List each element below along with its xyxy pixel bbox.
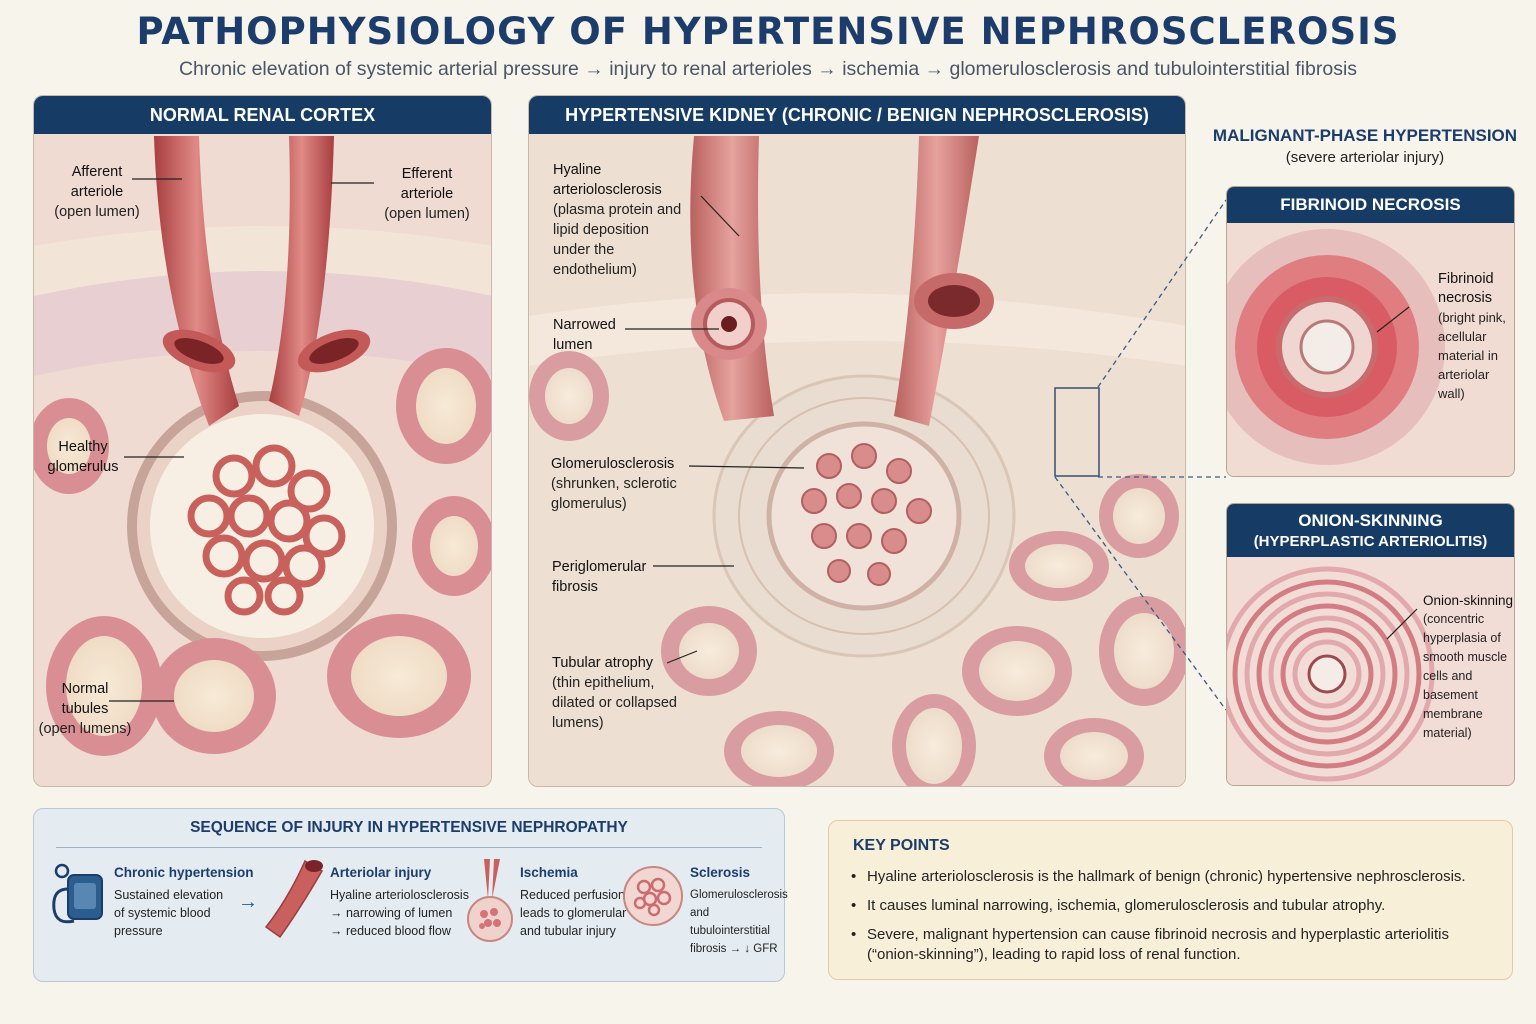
step-2-title: Arteriolar injury [330,865,432,880]
tubular-atrophy-label: Tubular atrophy (thin epithelium, dilate… [552,655,677,731]
onion-skinning-title: ONION-SKINNING [1298,511,1443,530]
step-3-title: Ischemia [520,865,578,880]
hyaline-arteriolosclerosis-label: Hyaline arteriolosclerosis (plasma prote… [553,162,682,278]
normal-cortex-illustration [34,134,491,786]
narrowed-lumen-label: Narrowed lumen [553,317,616,353]
sequence-arrow-1: → [238,891,258,913]
onion-skinning-panel: ONION-SKINNING (HYPERPLASTIC ARTERIOLITI… [1226,503,1515,786]
key-point-item: Severe, malignant hypertension can cause… [851,925,1491,965]
fibrinoid-necrosis-label: Fibrinoid necrosis (bright pink, acellul… [1438,271,1506,401]
efferent-arteriole-label: Efferent arteriole (open lumen) [384,166,470,222]
sclerotic-glomerulus-icon [623,866,683,926]
step-4-description: Glomerulosclerosis and tubulointerstitia… [690,889,788,955]
hypertensive-kidney-panel: HYPERTENSIVE KIDNEY (CHRONIC / BENIGN NE… [528,95,1186,787]
malignant-phase-title: MALIGNANT-PHASE HYPERTENSION [1212,126,1518,145]
normal-cortex-title: NORMAL RENAL CORTEX [34,96,491,134]
fibrinoid-necrosis-title: FIBRINOID NECROSIS [1227,187,1514,223]
glomerulosclerosis-label: Glomerulosclerosis (shrunken, sclerotic … [551,456,677,512]
arteriole-icon [264,859,324,939]
key-points-box: KEY POINTS Hyaline arteriolosclerosis is… [828,820,1513,980]
onion-skinning-header: ONION-SKINNING (HYPERPLASTIC ARTERIOLITI… [1227,504,1514,557]
key-points-title: KEY POINTS [853,837,950,854]
page-subtitle: Chronic elevation of systemic arterial p… [178,58,1358,80]
periglomerular-fibrosis-label: Periglomerular fibrosis [552,559,647,595]
onion-skinning-title2: (HYPERPLASTIC ARTERIOLITIS) [1253,533,1488,550]
key-points-list: Hyaline arteriolosclerosis is the hallma… [851,867,1491,974]
normal-tubules-label: Normal tubules (open lumens) [38,681,132,737]
afferent-arteriole-label: Afferent arteriole (open lumen) [54,164,140,220]
normal-cortex-panel: NORMAL RENAL CORTEX [33,95,492,787]
malignant-phase-subtitle: (severe arteriolar injury) [1285,149,1445,166]
sequence-divider [56,847,762,848]
hypertensive-kidney-illustration [529,134,1185,786]
sequence-title: SEQUENCE OF INJURY IN HYPERTENSIVE NEPHR… [190,819,628,836]
onion-skinning-label: Onion-skinning (concentric hyperplasia o… [1423,593,1514,740]
ischemic-glomerulus-icon [467,859,513,942]
healthy-glomerulus-label: Healthy glomerulus [47,439,119,475]
key-point-item: Hyaline arteriolosclerosis is the hallma… [851,867,1491,887]
step-2-description: Hyaline arteriolosclerosis → narrowing o… [330,888,469,938]
step-1-title: Chronic hypertension [114,865,254,880]
hypertensive-kidney-title: HYPERTENSIVE KIDNEY (CHRONIC / BENIGN NE… [529,96,1185,134]
key-point-item: It causes luminal narrowing, ischemia, g… [851,896,1491,916]
sequence-of-injury-box: SEQUENCE OF INJURY IN HYPERTENSIVE NEPHR… [33,808,788,982]
step-3-description: Reduced perfusion leads to glomerular an… [520,888,627,938]
fibrinoid-necrosis-illustration [1227,223,1514,476]
page-title: PATHOPHYSIOLOGY OF HYPERTENSIVE NEPHROSC… [136,10,1400,53]
fibrinoid-necrosis-panel: FIBRINOID NECROSIS Fibrinoid necrosis (b… [1226,186,1515,477]
onion-skinning-illustration [1227,557,1514,785]
blood-pressure-cuff-icon [52,863,103,924]
inset-connector-lines [1054,199,1227,711]
step-1-description: Sustained elevation of systemic blood pr… [114,888,224,938]
step-4-title: Sclerosis [690,865,751,880]
